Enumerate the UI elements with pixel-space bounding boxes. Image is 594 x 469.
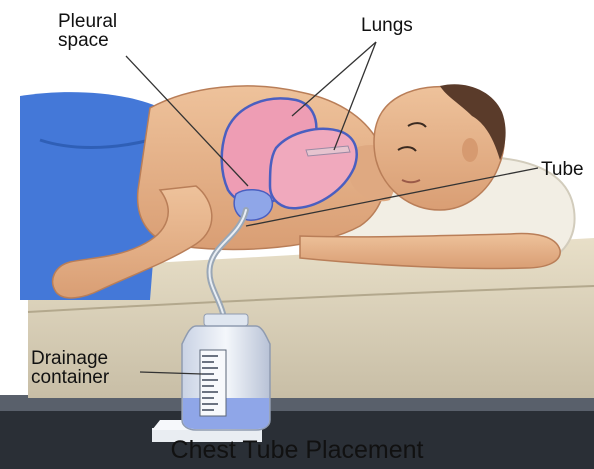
- lungs-label: Lungs: [361, 16, 413, 35]
- pleural-fluid: [234, 190, 272, 220]
- pleural-space-label: Pleural space: [58, 12, 117, 50]
- diagram-caption: Chest Tube Placement: [152, 435, 442, 465]
- tube-label: Tube: [541, 160, 584, 179]
- drainage-container-label: Drainage container: [31, 349, 109, 387]
- ear: [462, 138, 478, 162]
- jar-lid: [204, 314, 248, 326]
- drainage-container-label-line: Drainage: [31, 349, 109, 368]
- pleural-space-label-line: Pleural: [58, 12, 117, 31]
- jar-scale: [200, 350, 226, 416]
- drainage-container-label-line: container: [31, 368, 109, 387]
- pleural-space-label-line: space: [58, 31, 117, 50]
